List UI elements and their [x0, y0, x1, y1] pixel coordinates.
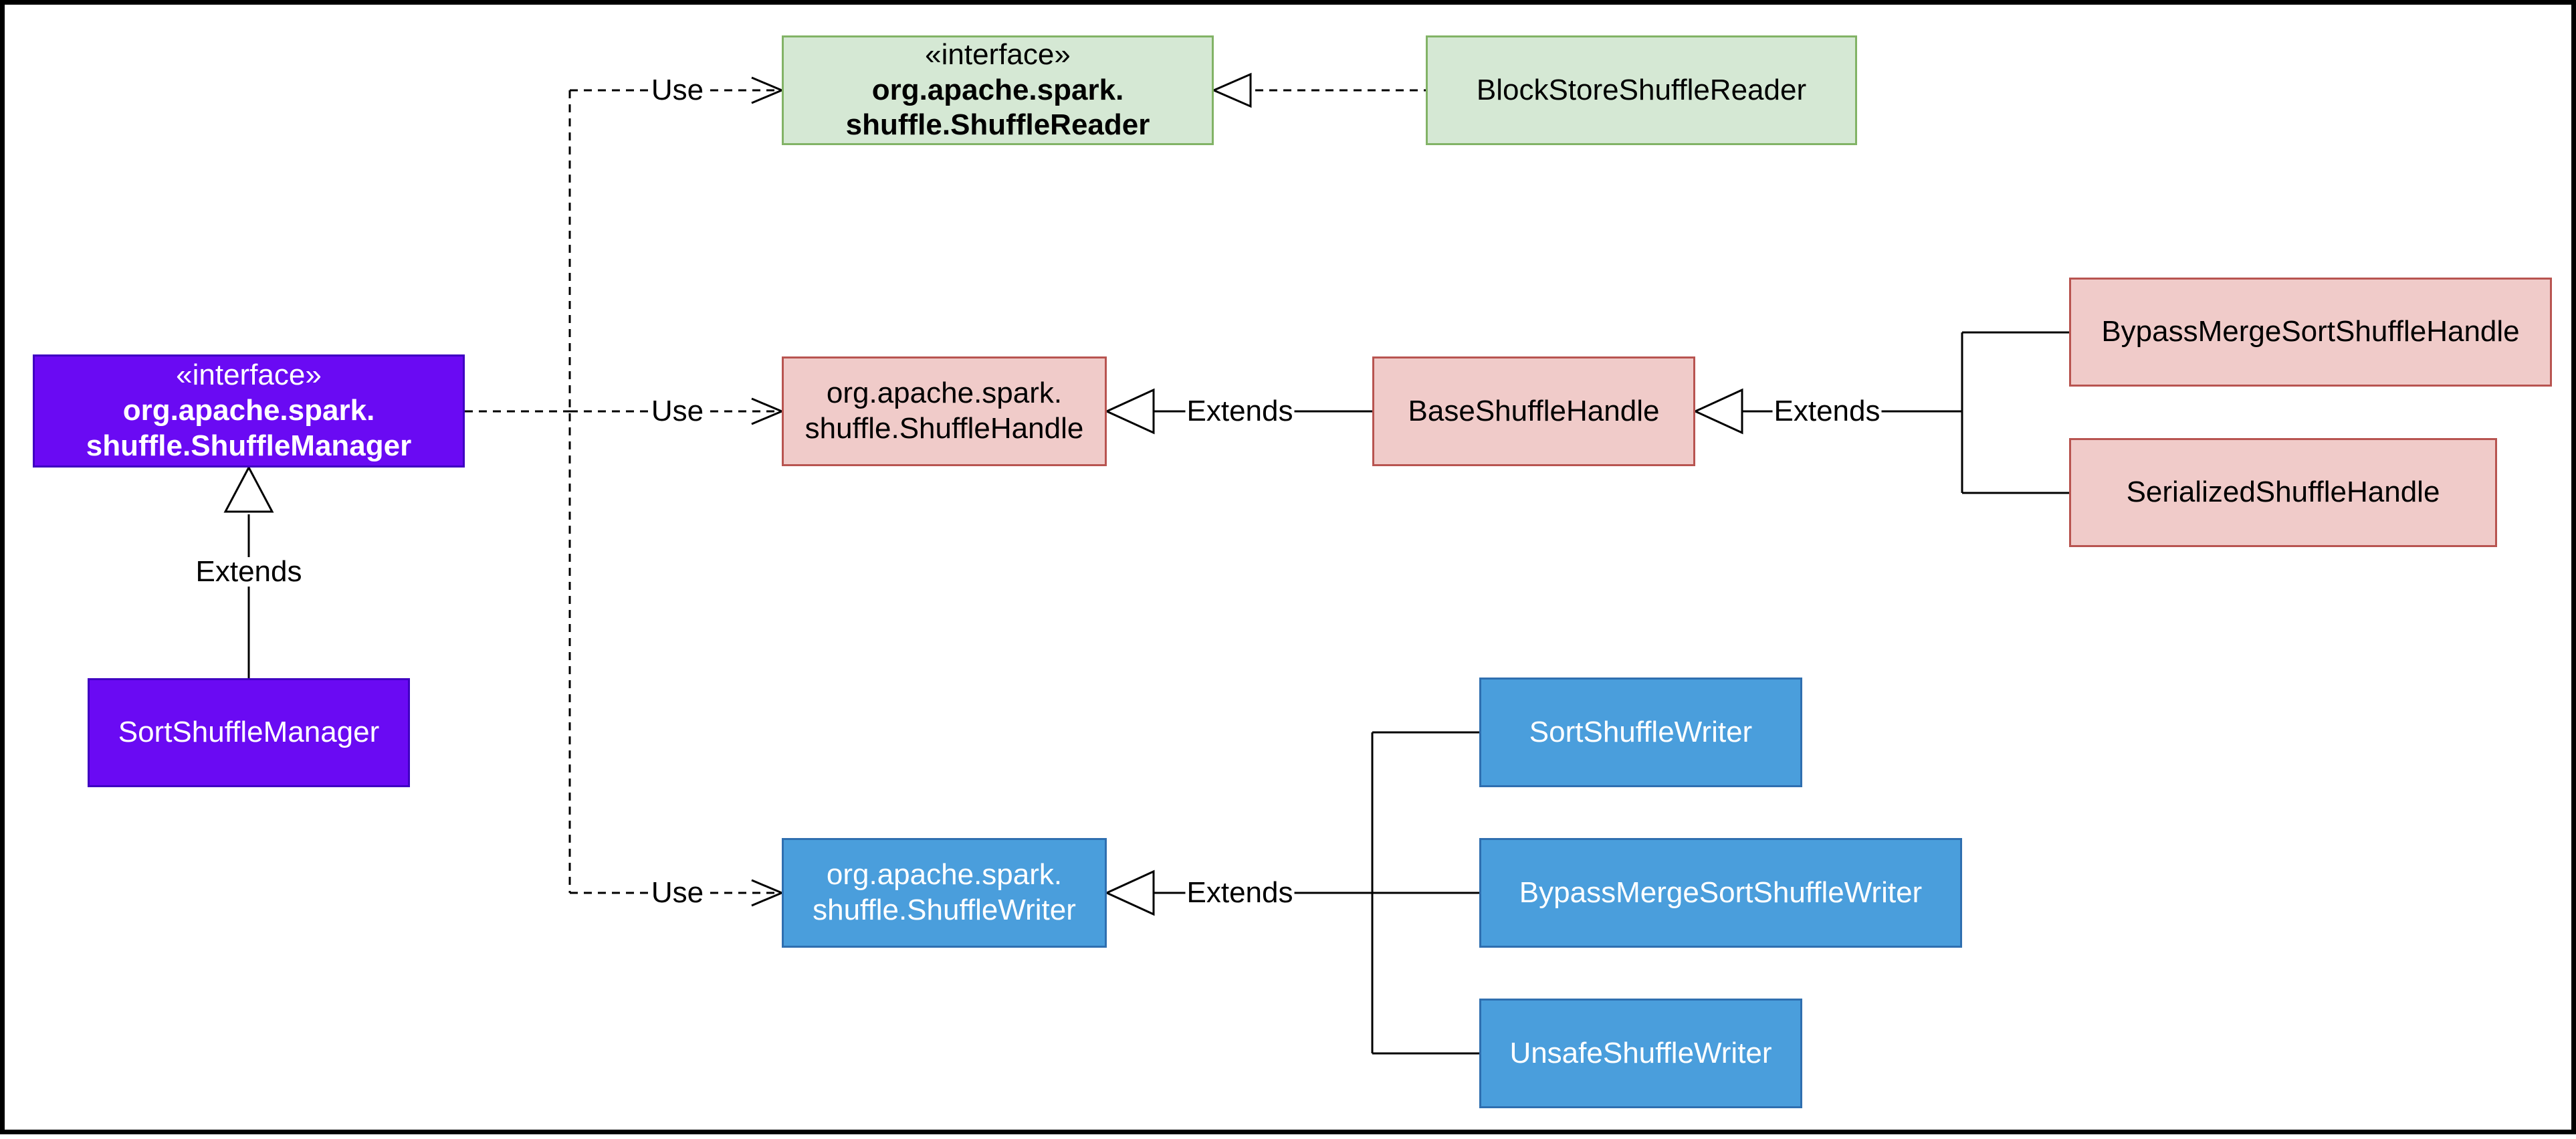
extends-triangle-manager [223, 465, 274, 513]
use-connector-trunk [465, 90, 571, 893]
unsafe-shuffle-writer-class[interactable]: UnsafeShuffleWriter [1479, 999, 1802, 1108]
class-name-line: org.apache.spark. [826, 377, 1063, 410]
class-name-line: SortShuffleWriter [1529, 715, 1753, 748]
extends-label-manager: Extends [194, 555, 304, 588]
base-shuffle-handle-class[interactable]: BaseShuffleHandle [1372, 356, 1695, 466]
use-label-writer: Use [649, 876, 706, 909]
use-label-handle: Use [649, 395, 706, 427]
block-store-shuffle-reader-class[interactable]: BlockStoreShuffleReader [1426, 35, 1857, 145]
diagram-connectors [223, 72, 2069, 1055]
extends-label-base-handle: Extends [1772, 395, 1882, 427]
stereotype-label: «interface» [925, 37, 1071, 71]
shuffle-handle-class[interactable]: org.apache.spark. shuffle.ShuffleHandle [782, 356, 1107, 466]
class-name-line: UnsafeShuffleWriter [1509, 1036, 1772, 1069]
stereotype-label: «interface» [176, 358, 322, 392]
class-name-line: BlockStoreShuffleReader [1476, 73, 1807, 106]
extends-label-handle: Extends [1185, 395, 1295, 427]
class-name-line: shuffle.ShuffleWriter [813, 894, 1076, 926]
shuffle-manager-interface[interactable]: «interface» org.apache.spark. shuffle.Sh… [33, 354, 465, 468]
class-name-line: org.apache.spark. [826, 858, 1063, 892]
class-name-line: SortShuffleManager [118, 716, 380, 749]
sort-shuffle-manager-class[interactable]: SortShuffleManager [88, 678, 410, 787]
class-name-line: shuffle.ShuffleReader [845, 108, 1150, 142]
class-name-line: shuffle.ShuffleHandle [804, 412, 1084, 445]
class-name-line: org.apache.spark. [871, 73, 1124, 106]
class-name-line: org.apache.spark. [122, 394, 375, 427]
shuffle-reader-interface[interactable]: «interface» org.apache.spark. shuffle.Sh… [782, 35, 1214, 145]
extends-triangle-writer [1104, 869, 1155, 916]
class-name-line: BypassMergeSortShuffleHandle [2101, 315, 2520, 348]
class-name-line: BaseShuffleHandle [1408, 394, 1660, 427]
sort-shuffle-writer-class[interactable]: SortShuffleWriter [1479, 678, 1802, 787]
class-name-line: BypassMergeSortShuffleWriter [1519, 875, 1923, 909]
extends-triangle-base-handle [1693, 388, 1743, 435]
serialized-shuffle-handle-class[interactable]: SerializedShuffleHandle [2069, 438, 2497, 547]
use-label-reader: Use [649, 74, 706, 106]
bypass-merge-sort-shuffle-handle-class[interactable]: BypassMergeSortShuffleHandle [2069, 278, 2552, 387]
class-name-line: shuffle.ShuffleManager [86, 429, 412, 462]
shuffle-writer-class[interactable]: org.apache.spark. shuffle.ShuffleWriter [782, 838, 1107, 948]
class-name-line: SerializedShuffleHandle [2126, 476, 2440, 509]
bypass-merge-sort-shuffle-writer-class[interactable]: BypassMergeSortShuffleWriter [1479, 838, 1962, 948]
extends-triangle-handle [1104, 388, 1155, 435]
extends-label-writer: Extends [1185, 876, 1295, 909]
realization-triangle-reader [1211, 72, 1252, 108]
